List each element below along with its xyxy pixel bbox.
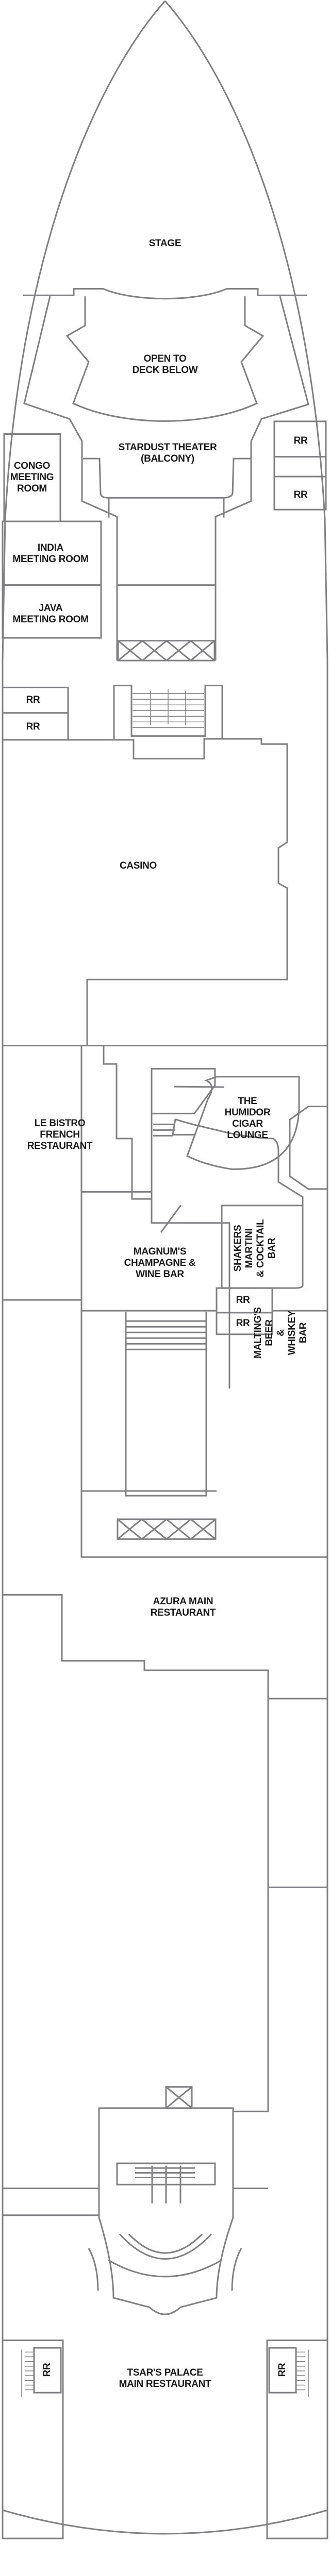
- humidor-outline: [187, 1077, 299, 1170]
- restroom-label: RR: [26, 694, 40, 705]
- magnums-label: MAGNUM'S CHAMPAGNE & WINE BAR: [124, 1246, 196, 1280]
- grand-staircase-outline: [99, 2108, 233, 2314]
- bar-counter: [175, 1119, 303, 1288]
- wall: [3, 2340, 63, 2538]
- rr-room-outline: [274, 477, 326, 510]
- wall: [89, 2248, 241, 2291]
- stairwell-outline: [114, 686, 222, 740]
- balcony-front: [83, 459, 251, 517]
- restroom-label: RR: [293, 435, 308, 446]
- maltings-label: MALTING'S BEER & WHISKEY BAR: [253, 1307, 309, 1359]
- azura-restaurant-label: AZURA MAIN RESTAURANT: [150, 1596, 216, 1618]
- hull-outline: [3, 1, 327, 2534]
- staircase-arc: [108, 2234, 222, 2276]
- stage-label: STAGE: [148, 238, 182, 249]
- india-meeting-room-label: INDIA MEETING ROOM: [12, 543, 89, 565]
- casino-outline: [3, 739, 287, 1045]
- rr-room-outline: [269, 2348, 296, 2393]
- restroom-label: RR: [26, 721, 40, 732]
- stardust-theater-label: STARDUST THEATER (BALCONY): [118, 442, 217, 464]
- open-to-deck-below: [67, 296, 263, 421]
- pointer-line: [161, 1205, 181, 1232]
- restroom-label: RR: [236, 1295, 250, 1306]
- java-meeting-room-label: JAVA MEETING ROOM: [12, 603, 89, 625]
- stair-treads: [135, 2166, 195, 2204]
- theater-balcony: [24, 296, 308, 660]
- rr-room-outline: [217, 1313, 272, 1334]
- magnums-outline: [81, 1069, 229, 1452]
- shakers-label: SHAKERS MARTINI & COCKTAIL BAR: [233, 1219, 277, 1278]
- wall: [290, 1107, 327, 1189]
- open-to-deck-below-label: OPEN TO DECK BELOW: [132, 353, 198, 376]
- restroom-label: RR: [277, 2363, 288, 2377]
- rr-room-outline: [34, 2348, 61, 2393]
- congo-meeting-room-label: CONGO MEETING ROOM: [10, 461, 54, 494]
- elevator-bank: [118, 641, 214, 660]
- wall: [233, 1699, 327, 2111]
- wall: [3, 2189, 268, 2215]
- stairwell-outline: [126, 1312, 206, 1496]
- elevator-cross-marks: [166, 2087, 192, 2108]
- elevator-cross-marks: [118, 1519, 216, 1539]
- stair-treads: [133, 689, 204, 727]
- le-bistro-label: LE BISTRO FRENCH RESTAURANT: [27, 1118, 93, 1151]
- elevator-bank: [118, 1519, 216, 1539]
- wall: [3, 1491, 327, 1699]
- room-outline: [274, 457, 326, 477]
- stair-treads: [22, 2350, 308, 2397]
- tsars-palace-label: TSAR'S PALACE MAIN RESTAURANT: [119, 2367, 211, 2389]
- wall: [267, 2340, 327, 2538]
- restroom-label: RR: [42, 2363, 53, 2377]
- casino-label: CASINO: [119, 860, 157, 871]
- le-bistro-outline: [3, 1045, 81, 1300]
- stair-treads: [153, 1119, 195, 1136]
- elevator-cross-marks: [118, 641, 214, 660]
- wall: [104, 1045, 152, 1199]
- humidor-label: THE HUMIDOR CIGAR LOUNGE: [224, 1096, 271, 1141]
- stage-boundary: [23, 289, 307, 298]
- restroom-label: RR: [236, 1318, 250, 1329]
- restroom-label: RR: [293, 489, 308, 500]
- java-room-outline: [3, 585, 101, 638]
